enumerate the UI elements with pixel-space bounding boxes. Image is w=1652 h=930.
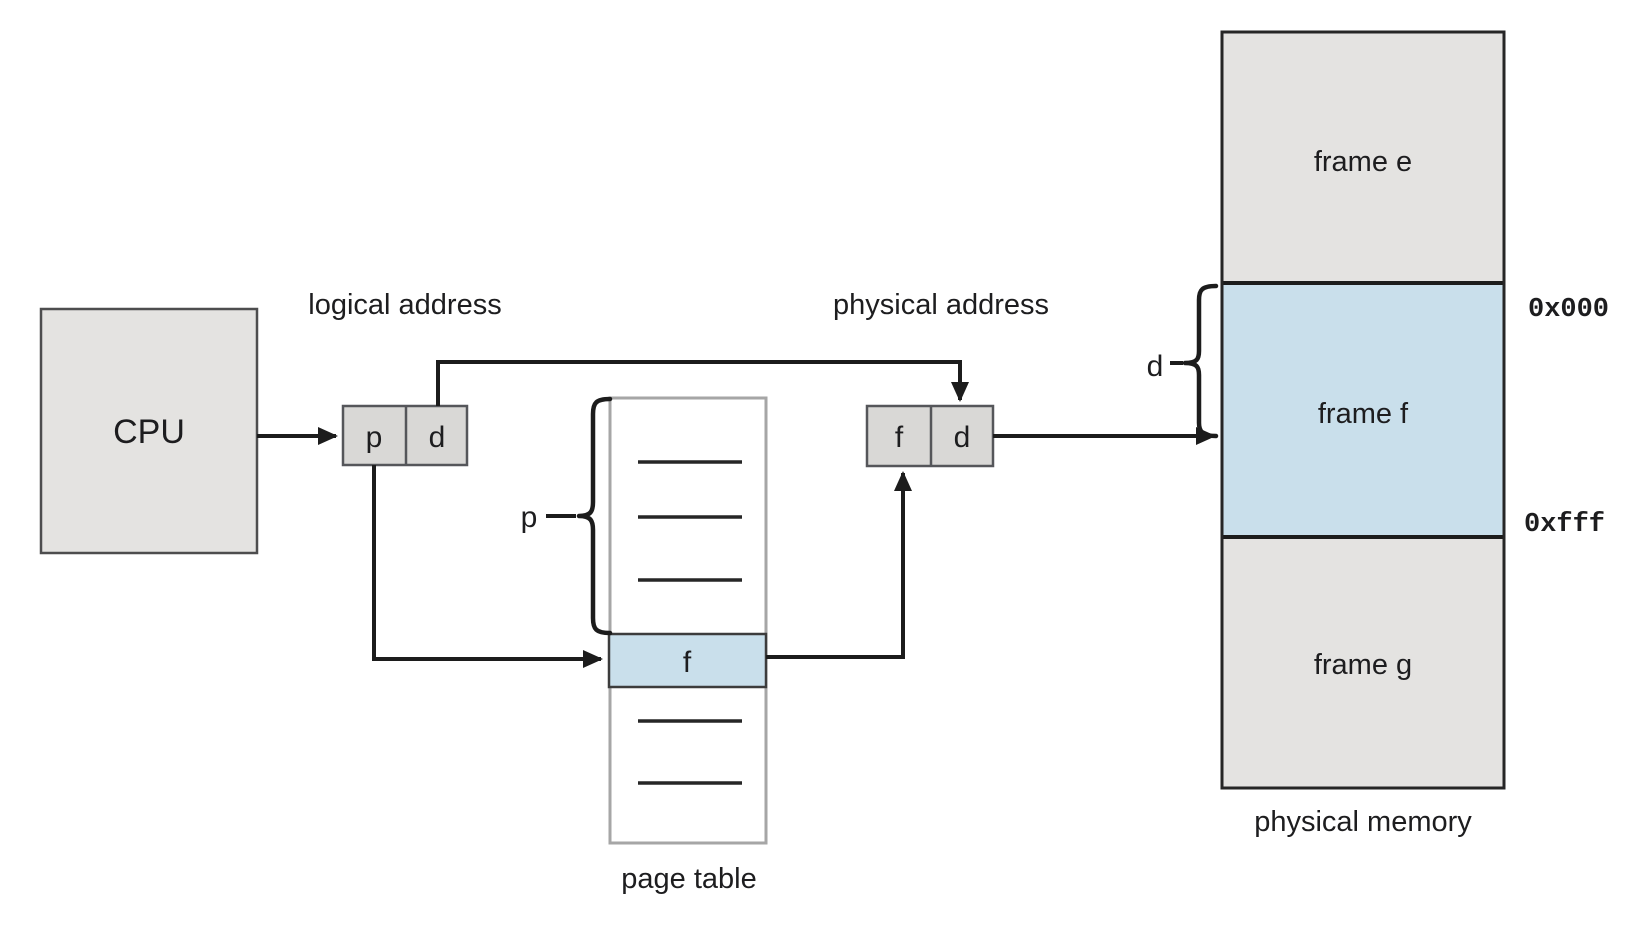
logical-address-caption: logical address [308,289,501,321]
arrow-page-to-page-table [372,465,603,668]
page-table-caption: page table [621,863,756,895]
page-table-box [608,396,768,845]
physical-address-caption: physical address [833,289,1049,321]
page-table-highlighted-entry [607,632,768,689]
physical-memory-outline [1220,30,1506,790]
page-table-entry-value: f [683,646,692,679]
arrow-page-table-to-frame-field [766,471,912,659]
frame-e-label: frame e [1314,146,1412,178]
offset-label: d [1147,350,1164,383]
cpu-box [39,307,259,555]
frame-start-address: 0x000 [1528,295,1609,325]
arrow-offset-to-physical-address [436,360,969,406]
physical-offset-field: d [954,421,971,454]
logical-offset-field: d [429,421,446,454]
frame-f-region [1222,283,1504,537]
p-brace [576,396,613,636]
cpu-label: CPU [113,413,185,451]
page-index-label: p [521,501,538,534]
frame-f-label: frame f [1318,398,1409,430]
physical-memory-caption: physical memory [1254,806,1472,838]
logical-page-field: p [366,421,383,454]
physical-frame-field: f [895,421,904,454]
d-brace [1182,283,1219,439]
frame-g-label: frame g [1314,649,1412,681]
frame-end-address: 0xfff [1524,510,1605,540]
